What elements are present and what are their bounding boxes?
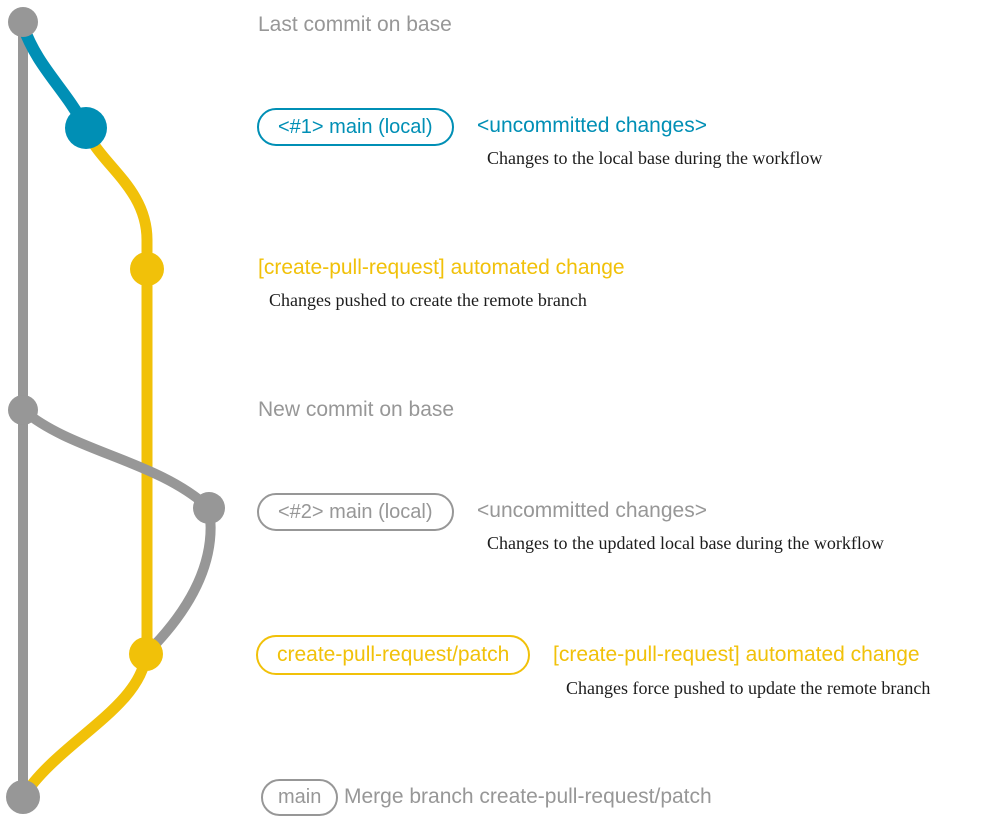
git-graph — [6, 7, 225, 814]
branch-badge-main: main — [261, 779, 339, 816]
commit-message-uncommitted-2: <uncommitted changes> — [477, 499, 707, 522]
commit-note-2: Changes pushed to create the remote bran… — [269, 290, 587, 310]
branch-badge-main-local-1: <#1> main (local) — [257, 108, 454, 146]
branch-badge-patch: create-pull-request/patch — [256, 635, 531, 675]
patch-branch-line — [80, 122, 153, 660]
last-commit-label: Last commit on base — [258, 13, 452, 36]
commit-message-merge: Merge branch create-pull-request/patch — [344, 785, 712, 808]
commit-dot-merge — [6, 780, 40, 814]
commit-note-1: Changes to the local base during the wor… — [487, 148, 823, 168]
commit-message-automated-change-1: [create-pull-request] automated change — [258, 256, 625, 279]
commit-dot-patch-force-push — [129, 637, 163, 671]
commit-dot-new-base — [8, 395, 38, 425]
merge-into-base-line — [17, 648, 152, 803]
commit-dot-local-main-2 — [193, 492, 225, 524]
commit-note-3: Changes to the updated local base during… — [487, 533, 884, 553]
commit-dot-last-base — [8, 7, 38, 37]
commit-dot-patch-push — [130, 252, 164, 286]
commit-dot-local-main-1 — [65, 107, 107, 149]
updated-local-main-line — [18, 405, 214, 513]
commit-message-automated-change-2: [create-pull-request] automated change — [553, 643, 920, 666]
branch-badge-main-local-2: <#2> main (local) — [257, 493, 454, 531]
commit-message-uncommitted-1: <uncommitted changes> — [477, 114, 707, 137]
new-commit-label: New commit on base — [258, 398, 455, 421]
rebase-into-patch-line — [141, 503, 216, 659]
commit-note-4: Changes force pushed to update the remot… — [566, 678, 931, 698]
